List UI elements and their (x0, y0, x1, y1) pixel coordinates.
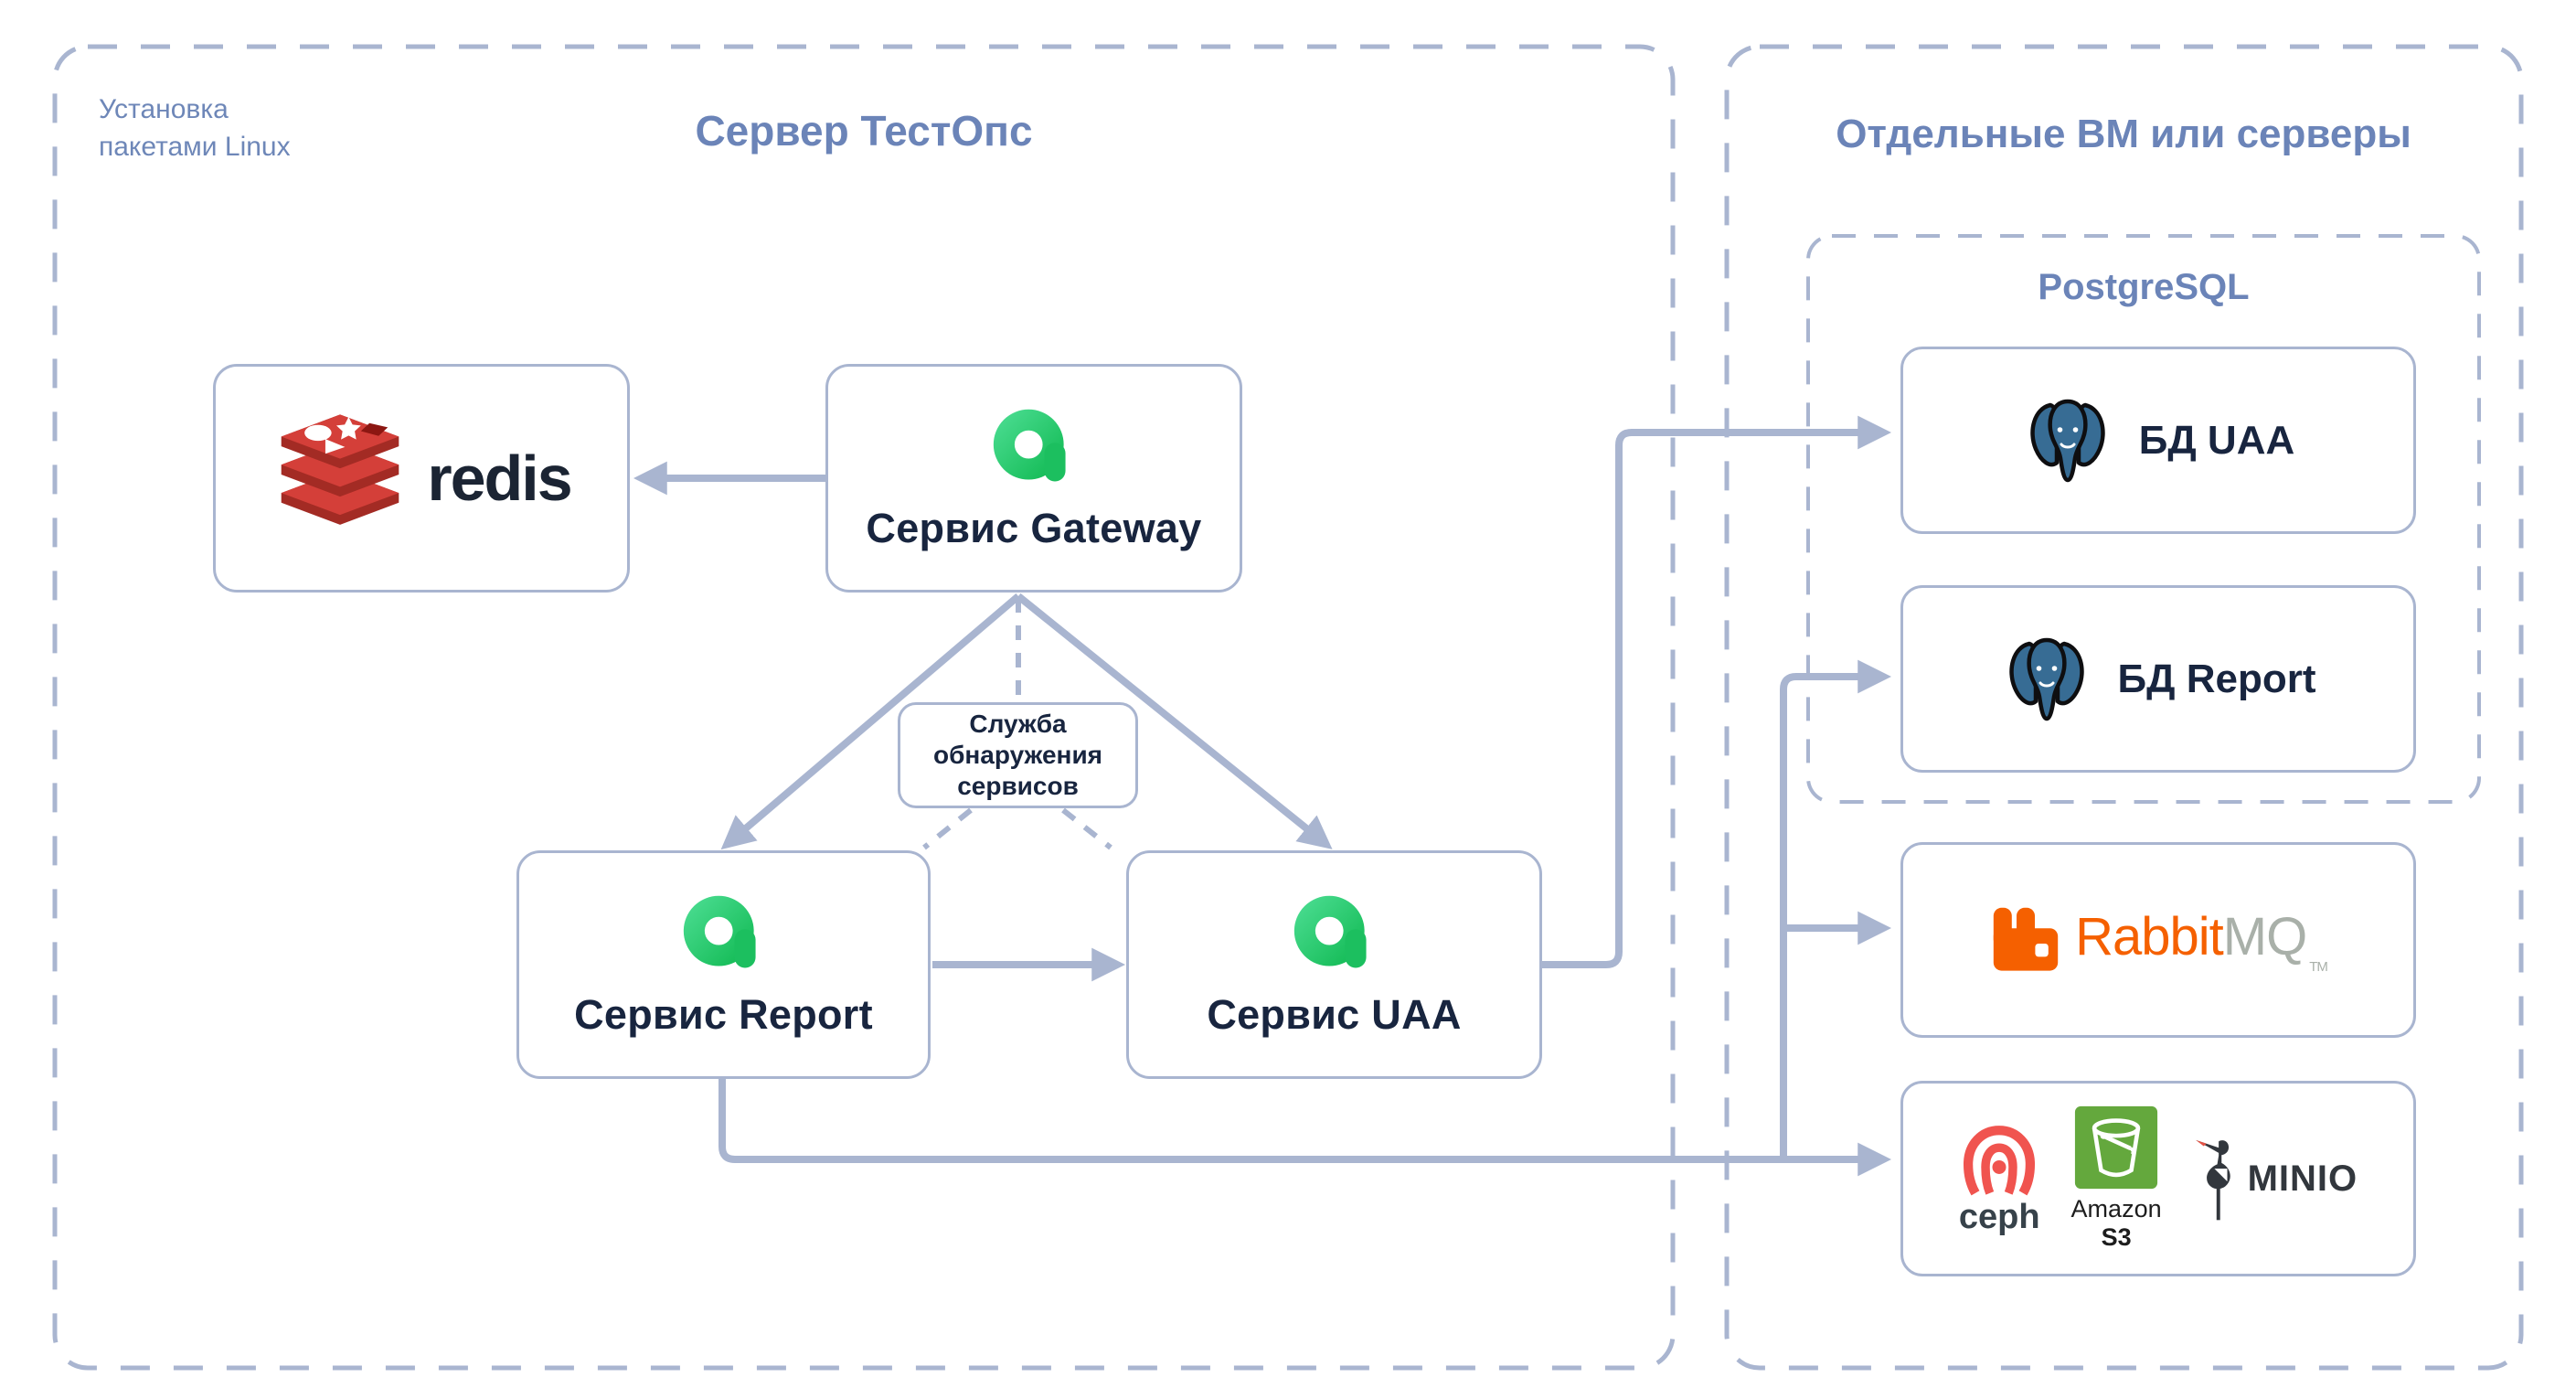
postgresql-elephant-icon (2030, 399, 2105, 482)
discovery-line2: обнаружения (932, 740, 1103, 769)
dashed-discovery-to-uaa (1061, 807, 1112, 850)
right-panel-title: Отдельные ВМ или серверы (1836, 112, 2411, 156)
discovery-line1: Служба (969, 709, 1067, 738)
minio-item: MINIO (2193, 1134, 2358, 1223)
postgresql-elephant-icon (2008, 637, 2084, 721)
arrow-bus-to-db-report (1780, 659, 1892, 1159)
ceph-item: ceph (1959, 1121, 2040, 1237)
dashed-discovery-to-report (922, 807, 973, 850)
s3-text: S3 (2101, 1223, 2132, 1251)
uaa-label: Сервис UAA (1207, 991, 1462, 1038)
report-node: Сервис Report (516, 850, 931, 1079)
arrow-gateway-to-uaa (1016, 593, 1333, 849)
amazon-s3-bucket-icon (2074, 1105, 2158, 1190)
minio-stork-icon (2195, 1139, 2230, 1221)
install-note-line2: пакетами Linux (99, 131, 291, 162)
install-note: Установка пакетами Linux (99, 91, 291, 165)
arrow-report-to-storage (719, 1079, 1892, 1177)
allure-logo-icon (683, 895, 756, 968)
postgresql-group-border (1806, 234, 2481, 804)
redis-logo-icon (282, 414, 399, 525)
discovery-line3: сервисов (957, 772, 1079, 801)
arrow-gateway-to-report (720, 593, 1021, 850)
uaa-node: Сервис UAA (1126, 850, 1542, 1079)
minio-label: MINIO (2247, 1158, 2358, 1199)
gateway-node: Сервис Gateway (825, 364, 1242, 593)
rabbitmq-brand-text: Rabbit (2075, 906, 2224, 966)
rabbitmq-logo-icon (1993, 907, 2059, 971)
rabbitmq-suffix-text: MQ (2222, 906, 2307, 966)
left-panel-border (52, 44, 1676, 1371)
amazon-text: Amazon (2070, 1194, 2162, 1223)
install-note-line1: Установка (99, 94, 229, 124)
rabbitmq-node: RabbitMQTM (1900, 842, 2416, 1038)
arrow-uaa-to-db-uaa (1542, 415, 1892, 968)
redis-node: redis (213, 364, 630, 593)
db-report-label: БД Report (2117, 656, 2316, 701)
allure-logo-icon (1293, 895, 1367, 968)
rabbitmq-trademark: TM (2309, 958, 2328, 975)
db-report-node: БД Report (1900, 585, 2416, 773)
right-panel-border (1724, 44, 2524, 1371)
db-uaa-label: БД UAA (2138, 417, 2295, 463)
db-uaa-node: БД UAA (1900, 347, 2416, 534)
left-panel-title: Сервер ТестОпс (695, 107, 1033, 155)
allure-logo-icon (993, 409, 1066, 482)
postgresql-group-title: PostgreSQL (2038, 267, 2250, 307)
rabbitmq-wordmark: RabbitMQTM (2075, 906, 2328, 975)
ceph-logo-icon (1964, 1125, 2036, 1195)
ceph-label: ceph (1958, 1197, 2040, 1236)
redis-label: redis (427, 443, 572, 514)
service-discovery-node: Служба обнаружения сервисов (898, 702, 1138, 808)
report-label: Сервис Report (574, 991, 873, 1038)
gateway-label: Сервис Gateway (866, 505, 1202, 551)
